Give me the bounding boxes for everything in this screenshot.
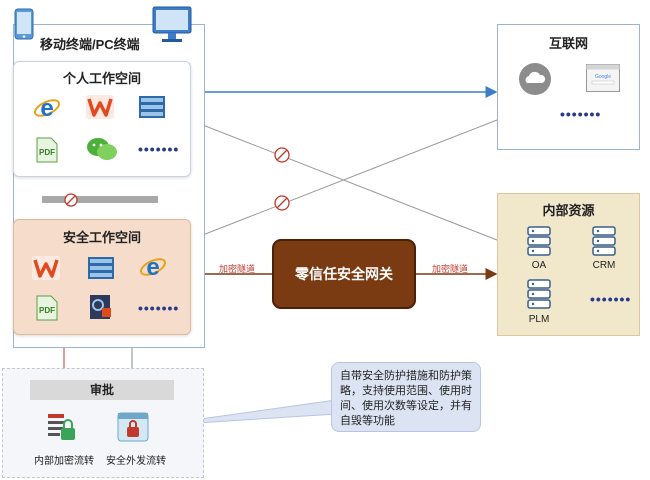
svg-text:PDF: PDF: [39, 306, 55, 315]
personal-workspace-title: 个人工作空间: [62, 71, 141, 86]
approval-title: 审批: [30, 380, 174, 400]
wps-office-icon: [32, 256, 60, 280]
server-app-icon: [139, 96, 165, 118]
personal-more-apps: •••••••: [138, 141, 180, 157]
crm-server-icon: [592, 226, 616, 256]
oa-server-icon: [527, 226, 551, 256]
plm-label: PLM: [528, 314, 550, 325]
svg-text:e: e: [40, 95, 53, 122]
secure-more-apps: •••••••: [138, 300, 180, 316]
terminal-panel-title: 移动终端/PC终端: [40, 37, 140, 52]
isolation-bar: [42, 196, 158, 203]
svg-text:e: e: [146, 254, 159, 281]
internal-encrypted-transfer-label: 内部加密流转: [34, 456, 94, 467]
internal-resources-title: 内部资源: [542, 203, 595, 218]
secure-outgoing-transfer-icon: [117, 412, 149, 442]
blocked-icon: [274, 195, 290, 211]
secure-document-icon: [90, 295, 111, 319]
pdf-file-icon: PDF: [36, 295, 58, 321]
zero-trust-gateway: 零信任安全网关: [272, 239, 416, 309]
internal-more: •••••••: [590, 291, 632, 307]
internal-resources-panel: 内部资源: [497, 193, 640, 336]
cloud-icon: [519, 63, 551, 95]
internal-encrypted-transfer-icon: [48, 414, 75, 440]
ie-browser-icon: e: [33, 95, 61, 122]
wechat-icon: [87, 138, 117, 160]
svg-text:PDF: PDF: [39, 148, 55, 157]
secure-workspace-title: 安全工作空间: [62, 230, 141, 245]
tunnel-left-label: 加密隧道: [219, 264, 256, 274]
pdf-file-icon: PDF: [36, 137, 58, 163]
blocked-icon: [274, 147, 290, 163]
crm-label: CRM: [592, 260, 616, 271]
tunnel-right-label: 加密隧道: [432, 264, 469, 274]
secure-outgoing-transfer-label: 安全外发流转: [106, 456, 166, 467]
monitor-icon: [152, 6, 192, 42]
browser-window-icon: Google: [586, 64, 620, 92]
plm-server-icon: [527, 279, 551, 309]
blocked-icon: [64, 193, 78, 207]
policy-callout: 自带安全防护措施和防护策略，支持使用范围、使用时间、使用次数等设定，并有自毁等功…: [331, 362, 481, 432]
ie-browser-icon: e: [139, 254, 167, 281]
internet-title: 互联网: [548, 36, 588, 51]
blocked-secure-internet-line: [189, 119, 498, 241]
browser-google-text: Google: [595, 74, 611, 80]
internet-more: •••••••: [560, 106, 602, 122]
server-app-icon: [88, 257, 114, 279]
oa-label: OA: [531, 260, 547, 271]
wps-office-icon: [86, 95, 114, 119]
phone-icon: [14, 8, 34, 40]
